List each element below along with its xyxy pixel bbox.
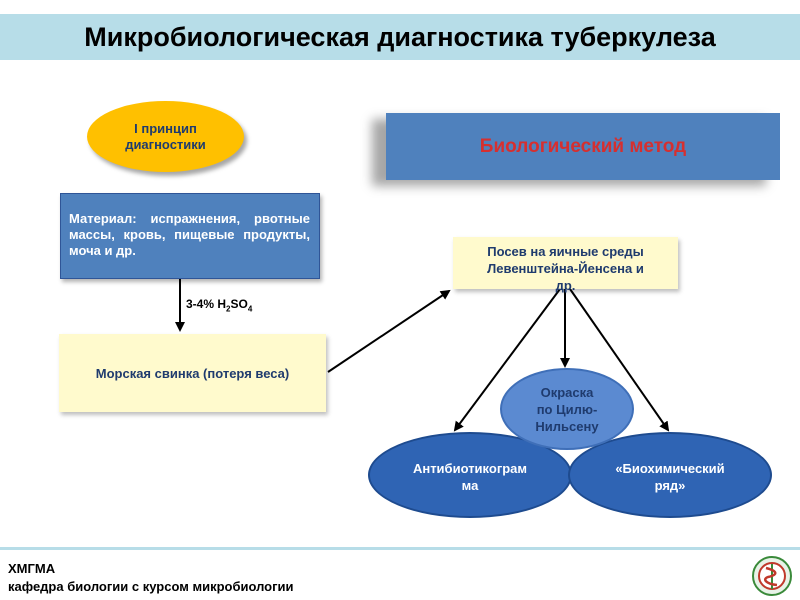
stain-line-3: Нильсену [535,418,599,434]
material-box: Материал: испражнения, рвотные массы, кр… [60,193,320,279]
method-label: Биологический метод [479,135,687,157]
stain-line-2: по Цилю- [536,401,598,417]
arrow-pig-to-culture [327,289,451,373]
arrow-culture-to-biochem [569,288,670,432]
guinea-pig-label: Морская свинка (потеря веса) [95,365,290,381]
footer-org: ХМГМА [8,561,56,576]
antibiogram-line-1: Антибиотикограм [412,461,528,476]
principle-ellipse: I принцип диагностики [87,101,244,172]
reagent-sub-2: 4 [247,304,253,314]
method-box: Биологический метод [386,113,780,180]
culture-box: Посев на яичные среды Левенштейна-Йенсен… [453,237,678,293]
biochem-ellipse: «Биохимический ряд» [568,432,772,518]
reagent-prefix: 3-4% H [186,297,227,311]
principle-line-2: диагностики [125,136,206,152]
stain-ellipse: Окраска по Цилю- Нильсену [500,368,634,450]
reagent-sub-1: 2 [226,304,231,314]
culture-line-3: др. [555,278,576,293]
footer-divider [0,547,800,550]
stain-line-1: Окраска [540,384,594,400]
biochem-line-1: «Биохимический [615,461,725,476]
reagent-label: 3-4% H2SO4 [186,297,252,313]
page-title: Микробиологическая диагностика туберкуле… [84,21,716,52]
guinea-pig-box: Морская свинка (потеря веса) [59,334,326,412]
reagent-mid: SO [230,297,248,311]
culture-line-2: Левенштейна-Йенсена и [487,261,644,276]
biochem-line-2: ряд» [654,478,686,493]
title-bar: Микробиологическая диагностика туберкуле… [0,14,800,60]
principle-line-1: I принцип [134,120,197,136]
culture-line-1: Посев на яичные среды [487,244,644,259]
antibiogram-line-2: ма [461,478,479,493]
footer-department: кафедра биологии с курсом микробиологии [8,579,294,594]
footer: ХМГМА кафедра биологии с курсом микробио… [8,560,294,596]
arrow-culture-to-antibiogram [453,288,561,432]
medical-emblem-icon [752,556,792,596]
antibiogram-ellipse: Антибиотикограм ма [368,432,572,518]
